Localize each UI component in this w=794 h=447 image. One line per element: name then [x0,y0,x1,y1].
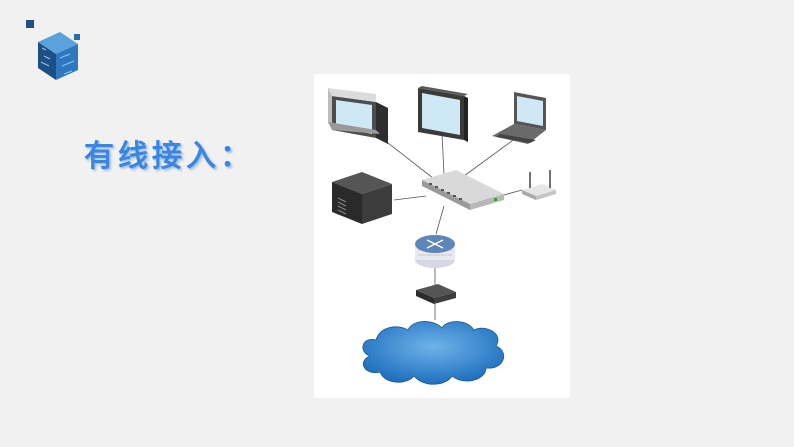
crt-monitor-icon [328,88,388,144]
tiny-cube-icon [74,34,80,40]
server-icon [332,172,392,224]
slide-title: 有线接入： [84,139,254,174]
modem-icon [416,284,456,304]
big-cube-icon [38,32,78,80]
wireless-access-point-icon [522,170,556,200]
switch-icon [422,170,504,210]
cloud-icon [362,321,505,385]
small-cube-icon [26,20,34,28]
router-icon [415,235,455,268]
network-diagram [314,74,570,398]
flat-monitor-icon [418,86,468,142]
laptop-icon [492,92,546,144]
cube-logo-icon [26,20,80,80]
